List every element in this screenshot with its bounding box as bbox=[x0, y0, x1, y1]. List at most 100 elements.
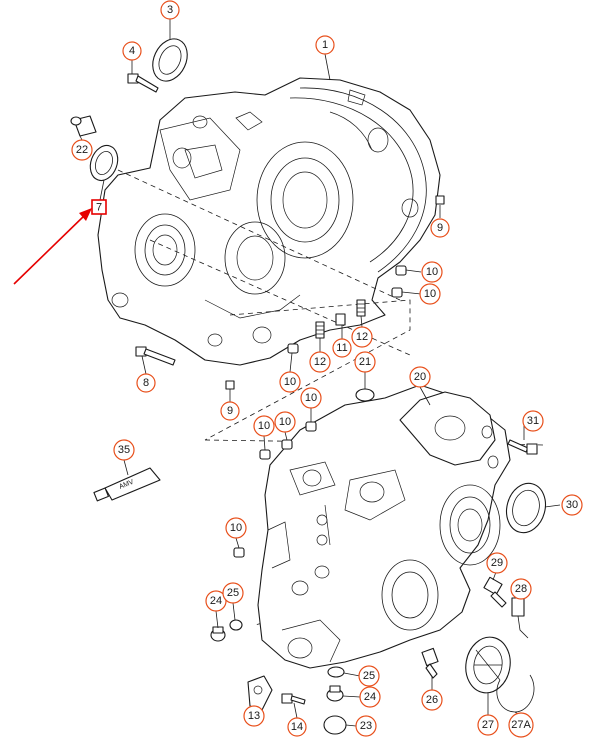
leader-lines bbox=[79, 18, 561, 727]
plug-22 bbox=[70, 115, 97, 137]
callout-10-e: 10 bbox=[274, 411, 296, 433]
callout-10-c: 10 bbox=[279, 371, 301, 393]
switch-28 bbox=[511, 597, 529, 639]
callout-25-left-label: 25 bbox=[227, 587, 239, 599]
callout-24-right-label: 24 bbox=[364, 691, 376, 703]
callout-30: 30 bbox=[561, 494, 583, 516]
callout-27-label: 27 bbox=[482, 719, 494, 731]
callout-12-a: 12 bbox=[309, 351, 331, 373]
callout-22-label: 22 bbox=[76, 144, 88, 156]
washer-25-left bbox=[229, 619, 243, 631]
callout-35-label: 35 bbox=[118, 444, 130, 456]
callout-24-left-label: 24 bbox=[210, 595, 222, 607]
callout-23: 23 bbox=[355, 715, 377, 737]
highlight-arrow bbox=[13, 208, 92, 285]
callout-26: 26 bbox=[421, 689, 443, 711]
bracket-13 bbox=[247, 675, 273, 711]
bolt-31 bbox=[507, 439, 538, 455]
callout-27: 27 bbox=[477, 714, 499, 736]
callout-10-g-label: 10 bbox=[230, 522, 242, 534]
callout-1-label: 1 bbox=[322, 39, 328, 51]
callout-9-upper: 9 bbox=[430, 218, 450, 238]
callout-14: 14 bbox=[287, 717, 307, 737]
pin-9-lower bbox=[225, 380, 235, 390]
callout-11: 11 bbox=[332, 338, 352, 358]
springs-12 bbox=[315, 299, 366, 339]
callout-12-b: 12 bbox=[351, 326, 373, 348]
callout-12-a-label: 12 bbox=[314, 356, 326, 368]
washer-25-right bbox=[327, 666, 345, 678]
callout-35: 35 bbox=[113, 439, 135, 461]
callout-7-label: 7 bbox=[96, 202, 102, 214]
drain-plug-24-left bbox=[210, 626, 226, 642]
dowel-sleeves-10 bbox=[233, 265, 407, 558]
callout-13-label: 13 bbox=[248, 710, 260, 722]
callout-9-lower-label: 9 bbox=[227, 405, 233, 417]
callout-10-e-label: 10 bbox=[279, 416, 291, 428]
callout-20: 20 bbox=[409, 366, 431, 388]
drain-plug-24-right bbox=[326, 685, 344, 702]
callout-4: 4 bbox=[122, 41, 142, 61]
callout-25-right-label: 25 bbox=[363, 670, 375, 682]
callout-20-label: 20 bbox=[414, 371, 426, 383]
callout-13: 13 bbox=[243, 705, 265, 727]
callout-10-c-label: 10 bbox=[284, 376, 296, 388]
seal-ring-30 bbox=[505, 482, 547, 534]
callout-25-right: 25 bbox=[358, 665, 380, 687]
sensor-29 bbox=[483, 576, 507, 608]
callout-12-b-label: 12 bbox=[356, 331, 368, 343]
callout-14-label: 14 bbox=[291, 721, 303, 733]
callout-10-b-label: 10 bbox=[424, 288, 436, 300]
callout-29-label: 29 bbox=[491, 557, 503, 569]
callout-9-lower: 9 bbox=[220, 401, 240, 421]
callout-30-label: 30 bbox=[566, 499, 578, 511]
callout-10-a: 10 bbox=[421, 261, 443, 283]
callout-10-g: 10 bbox=[225, 517, 247, 539]
callout-22: 22 bbox=[71, 139, 93, 161]
upper-transmission-housing bbox=[97, 77, 441, 366]
callouts: 1 3 4 22 7 9 10 10 12 11 12 8 10 9 bbox=[71, 0, 583, 738]
callout-10-f: 10 bbox=[300, 387, 322, 409]
callout-10-f-label: 10 bbox=[305, 392, 317, 404]
lower-transmission-housing bbox=[257, 384, 511, 669]
pin-9-upper bbox=[435, 195, 445, 205]
callout-26-label: 26 bbox=[426, 694, 438, 706]
callout-10-b: 10 bbox=[419, 283, 441, 305]
callout-25-left: 25 bbox=[222, 582, 244, 604]
callout-29: 29 bbox=[486, 552, 508, 574]
callout-31: 31 bbox=[522, 410, 544, 432]
cap-21 bbox=[355, 388, 375, 402]
callout-10-d: 10 bbox=[253, 415, 275, 437]
callout-3: 3 bbox=[160, 0, 180, 20]
seal-ring-7 bbox=[89, 144, 119, 182]
callout-24-right: 24 bbox=[359, 686, 381, 708]
detent-11 bbox=[335, 313, 346, 326]
callout-4-label: 4 bbox=[129, 45, 135, 57]
callout-10-d-label: 10 bbox=[258, 420, 270, 432]
sealant-tube-35: AMV bbox=[93, 467, 161, 502]
callout-28-label: 28 bbox=[515, 583, 527, 595]
callout-21-label: 21 bbox=[359, 356, 371, 368]
callout-10-a-label: 10 bbox=[426, 266, 438, 278]
callout-7: 7 bbox=[91, 199, 107, 215]
cover-27 bbox=[465, 636, 511, 694]
bolt-14 bbox=[281, 693, 306, 705]
cap-23 bbox=[323, 715, 347, 735]
callout-27a-label: 27A bbox=[511, 719, 531, 731]
callout-23-label: 23 bbox=[360, 720, 372, 732]
callout-21: 21 bbox=[354, 351, 376, 373]
callout-8: 8 bbox=[136, 373, 156, 393]
callout-1: 1 bbox=[315, 35, 335, 55]
bolt-8 bbox=[135, 346, 176, 366]
callout-24-left: 24 bbox=[205, 590, 227, 612]
callout-27a: 27A bbox=[508, 712, 534, 738]
callout-28: 28 bbox=[510, 578, 532, 600]
callout-31-label: 31 bbox=[527, 415, 539, 427]
bolt-4 bbox=[127, 73, 159, 93]
connector-26 bbox=[421, 647, 439, 679]
callout-3-label: 3 bbox=[167, 4, 173, 16]
callout-9-upper-label: 9 bbox=[437, 222, 443, 234]
seal-ring-3 bbox=[152, 38, 188, 82]
callout-11-label: 11 bbox=[336, 342, 347, 354]
